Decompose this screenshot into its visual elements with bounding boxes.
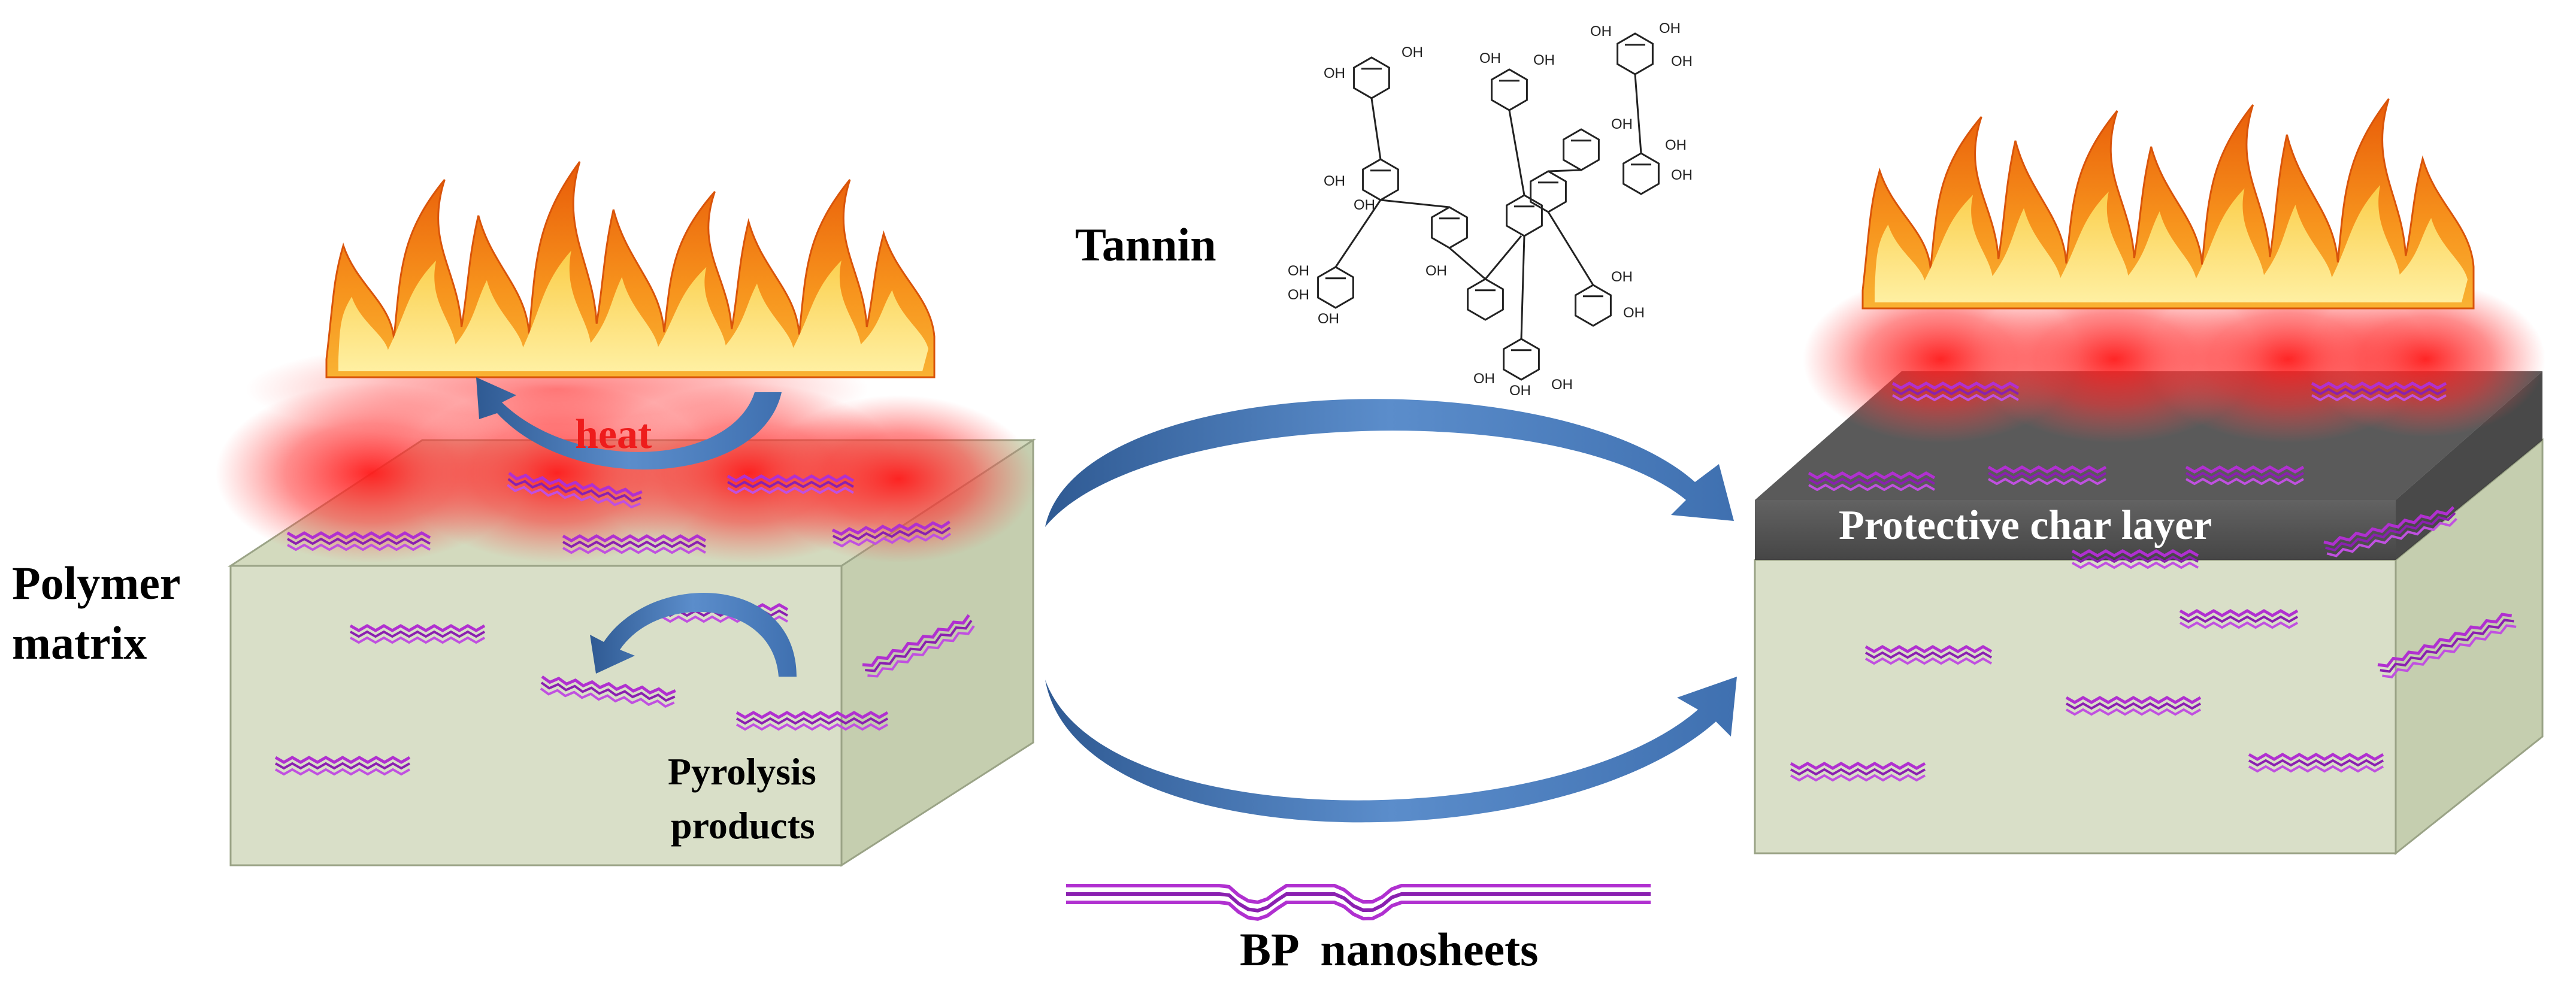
polymer-label-line2: matrix	[12, 617, 147, 669]
embedded-nanosheets	[274, 381, 2517, 782]
tannin-label: Tannin	[1075, 219, 1216, 271]
svg-text:OH: OH	[1324, 173, 1345, 189]
char-layer-label: Protective char layer	[1839, 502, 2212, 548]
svg-text:OH: OH	[1533, 52, 1555, 68]
pyrolysis-label-line2: products	[671, 804, 815, 847]
molecule-icon: OH OH OH OH OH OH OH OH OH OH OH OH OH OH OH OH OH OH OH OH…	[1288, 20, 1693, 399]
upper-curved-arrow	[1045, 399, 1734, 527]
svg-text:OH: OH	[1611, 269, 1633, 285]
right-polymer-block	[1754, 371, 2544, 856]
svg-text:OH: OH	[1401, 44, 1423, 60]
svg-text:OH: OH	[1288, 263, 1309, 279]
pyrolysis-label-line1: Pyrolysis	[668, 750, 816, 793]
nanosheet-icon	[1066, 884, 1651, 921]
flame-icon	[1861, 98, 2475, 310]
svg-text:OH: OH	[1509, 383, 1531, 399]
svg-text:OH: OH	[1665, 137, 1687, 153]
pyrolysis-curved-arrow	[590, 593, 797, 677]
svg-text:OH: OH	[1623, 305, 1645, 321]
flame-icon	[325, 161, 936, 378]
svg-text:OH: OH	[1354, 197, 1375, 213]
svg-text:OH: OH	[1324, 65, 1345, 81]
heat-label: heat	[575, 411, 652, 457]
svg-text:OH: OH	[1479, 50, 1501, 66]
svg-text:OH: OH	[1611, 116, 1633, 132]
svg-text:OH: OH	[1473, 371, 1495, 387]
svg-text:OH: OH	[1671, 53, 1693, 69]
left-heat-glow	[216, 335, 1036, 563]
lower-curved-arrow	[1045, 677, 1737, 823]
svg-text:OH: OH	[1425, 263, 1447, 279]
bp-nanosheets-label: BP nanosheets	[1240, 923, 1538, 975]
char-layer-front	[1755, 500, 2396, 560]
svg-text:OH: OH	[1590, 23, 1612, 40]
heat-curved-arrow	[476, 377, 782, 470]
svg-text:OH: OH	[1318, 311, 1339, 327]
right-block-front	[1754, 559, 2397, 854]
svg-text:OH: OH	[1671, 167, 1693, 183]
svg-text:OH: OH	[1288, 287, 1309, 303]
svg-text:OH: OH	[1659, 20, 1681, 37]
polymer-label-line1: Polymer	[12, 557, 181, 609]
svg-text:OH: OH	[1551, 377, 1573, 393]
char-layer-side	[2396, 371, 2542, 560]
